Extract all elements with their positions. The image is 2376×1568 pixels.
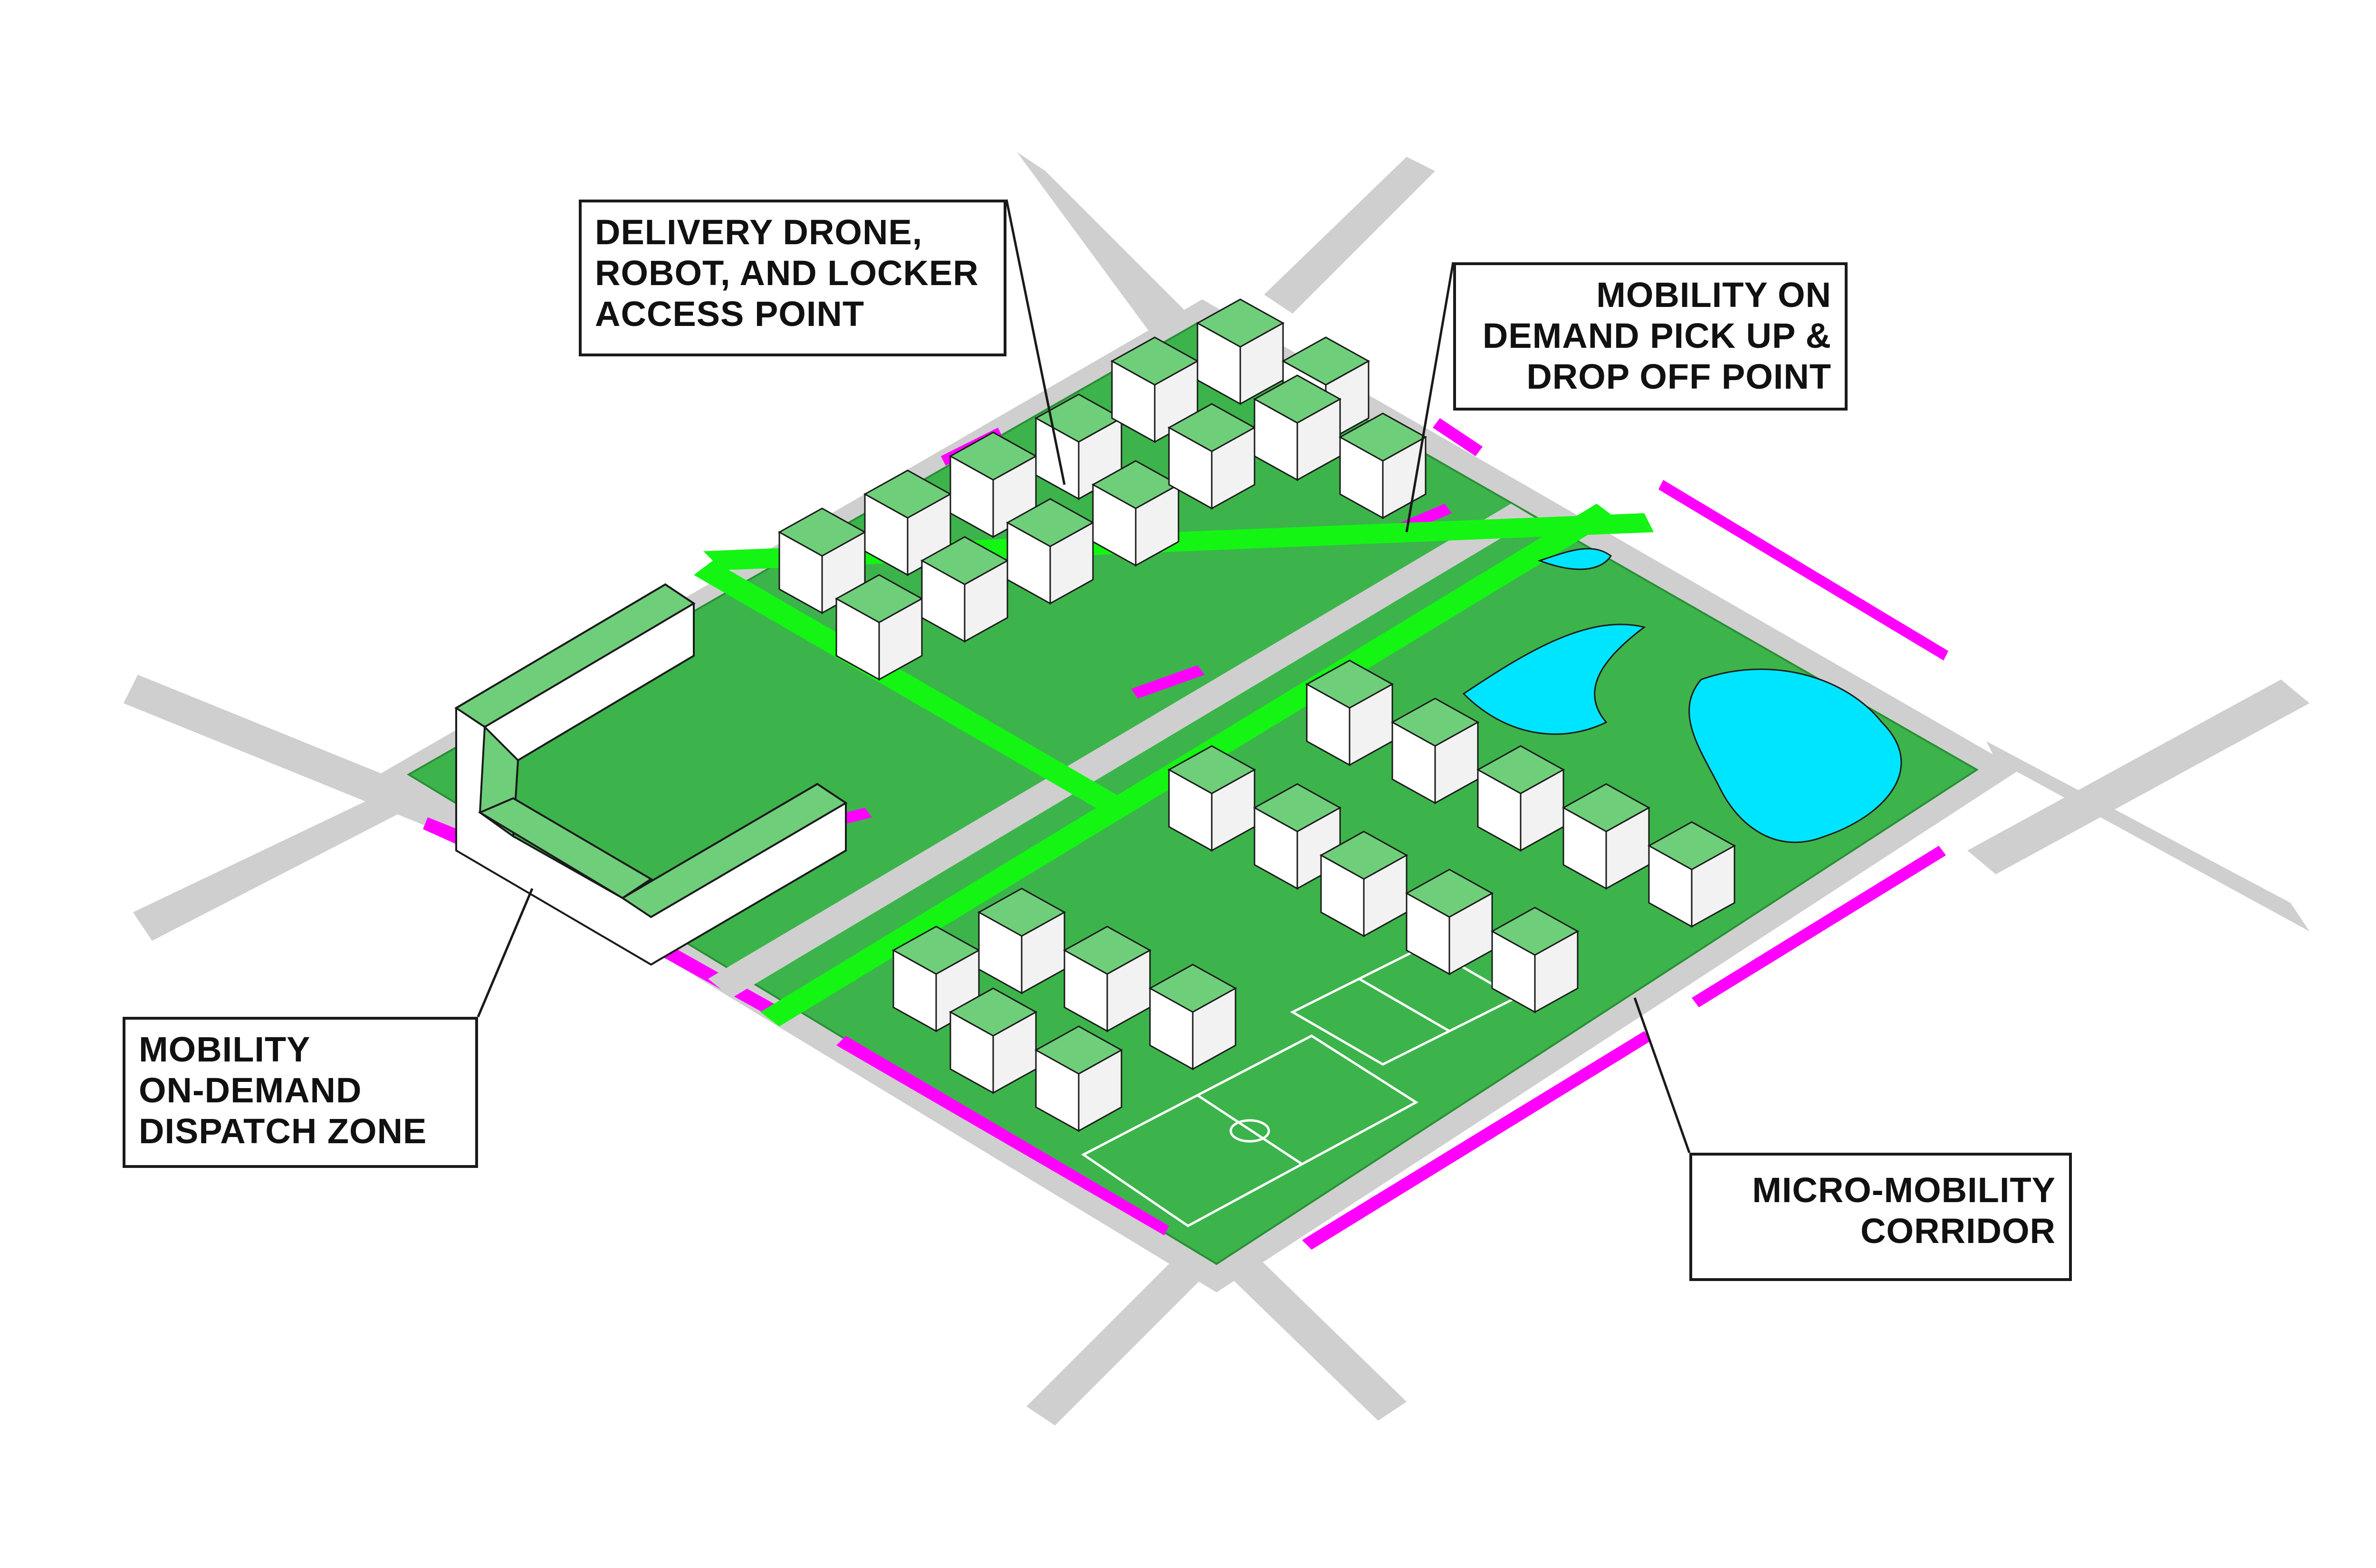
road-top-right-arm — [1264, 157, 1435, 314]
road-bottom-arm — [1026, 1245, 1217, 1425]
callout-line: DISPATCH ZONE — [139, 1111, 427, 1151]
callout-line: MICRO-MOBILITY — [1752, 1170, 2056, 1210]
callout-line: ACCESS POINT — [595, 294, 865, 334]
delivery-access-callout: DELIVERY DRONE, ROBOT, AND LOCKER ACCESS… — [579, 200, 1006, 356]
road-bottom-right-arm — [1217, 1245, 1407, 1421]
road-top-arm — [1017, 152, 1188, 333]
callout-line: MOBILITY ON — [1596, 275, 1831, 315]
road-right-arm — [1967, 679, 2309, 874]
callout-line: DEMAND PICK UP & — [1482, 316, 1831, 355]
callout-leaders — [477, 199, 1691, 1153]
road-right-low-arm — [1986, 741, 2309, 931]
mod-pickup-callout: MOBILITY ON DEMAND PICK UP & DROP OFF PO… — [1453, 262, 1848, 411]
basketball-court-icon — [1081, 1034, 1418, 1227]
callout-line: ON-DEMAND — [139, 1071, 362, 1110]
water-pond-icon — [1462, 548, 1902, 843]
interior-street — [708, 504, 1535, 998]
callout-line: DELIVERY DRONE, — [595, 212, 923, 252]
dispatch-zone-callout: MOBILITY ON-DEMAND DISPATCH ZONE — [123, 1017, 478, 1168]
callout-line: MOBILITY — [139, 1030, 311, 1069]
micro-mobility-callout: MICRO-MOBILITY CORRIDOR — [1689, 1153, 2072, 1281]
dispatch-hub-building — [454, 583, 848, 966]
callout-line: CORRIDOR — [1860, 1211, 2056, 1251]
callout-line: DROP OFF POINT — [1526, 357, 1831, 396]
road-left-low-arm — [133, 760, 466, 941]
callout-line: ROBOT, AND LOCKER — [595, 253, 979, 293]
